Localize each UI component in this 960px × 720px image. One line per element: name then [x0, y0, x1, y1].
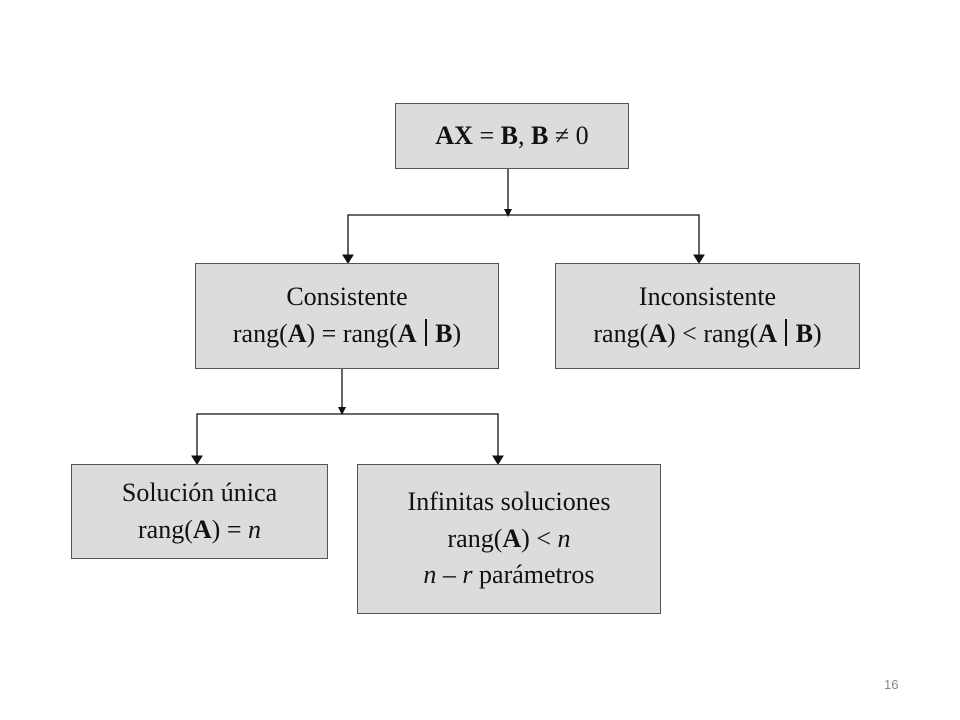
infinitas-relation: ) <: [521, 523, 558, 553]
inconsistente-title: Inconsistente: [638, 282, 777, 312]
infinitas-matrix-a: A: [502, 523, 522, 553]
inconsistente-matrix-b: B: [795, 319, 813, 348]
augment-bar: [785, 318, 788, 346]
infinitas-parameters: n – r parámetros: [423, 557, 594, 594]
root-node-box: AX = B, B ≠ 0: [395, 103, 629, 169]
consistente-rang-open: rang(: [232, 319, 288, 348]
unica-condition: rang(A) = n: [138, 512, 261, 549]
consistente-matrix-a2: A: [397, 319, 417, 348]
root-rel: ≠ 0: [548, 120, 589, 150]
augment-bar: [424, 318, 427, 346]
infinitas-node-box: Infinitas soluciones rang(A) < n n – r p…: [357, 464, 661, 614]
infinitas-minus: –: [436, 560, 463, 590]
unica-node-box: Solución única rang(A) = n: [71, 464, 328, 559]
inconsistente-relation: ) < rang(: [667, 319, 759, 348]
root-b1: B: [500, 120, 518, 150]
arrow-to-consistente: [342, 254, 354, 264]
infinitas-params-label: parámetros: [472, 560, 595, 590]
consistente-matrix-a: A: [287, 319, 307, 348]
consistente-rang-close: ): [452, 319, 462, 348]
infinitas-n: n: [557, 523, 571, 553]
inconsistente-matrix-a: A: [648, 319, 668, 348]
inconsistente-rang-open: rang(: [593, 319, 649, 348]
infinitas-condition: rang(A) < n: [448, 521, 571, 558]
inconsistente-rang-close: ): [812, 319, 822, 348]
infinitas-r: r: [462, 560, 473, 590]
root-equation: AX = B, B ≠ 0: [435, 118, 588, 155]
root-sep: ,: [517, 120, 531, 150]
consistente-connector: [196, 369, 499, 458]
infinitas-rang-open: rang(: [447, 523, 503, 553]
root-b2: B: [530, 120, 549, 150]
root-lhs: AX: [435, 120, 473, 150]
root-eq: =: [472, 120, 501, 150]
consistente-relation: ) = rang(: [306, 319, 398, 348]
page-number: 16: [884, 677, 899, 692]
arrow-to-infinitas: [492, 455, 504, 465]
consistente-matrix-b: B: [435, 319, 453, 348]
arrow-to-inconsistente: [693, 254, 705, 264]
unica-rang-open: rang(: [138, 514, 193, 544]
unica-title: Solución única: [121, 477, 278, 507]
infinitas-title: Infinitas soluciones: [407, 486, 611, 516]
consistente-title: Consistente: [286, 282, 408, 312]
unica-matrix-a: A: [192, 514, 212, 544]
arrow-to-unica: [191, 455, 203, 465]
inconsistente-matrix-a2: A: [758, 319, 777, 348]
root-connector: [347, 169, 700, 257]
unica-n: n: [247, 514, 261, 544]
unica-relation: ) =: [211, 514, 248, 544]
infinitas-n2: n: [423, 560, 437, 590]
